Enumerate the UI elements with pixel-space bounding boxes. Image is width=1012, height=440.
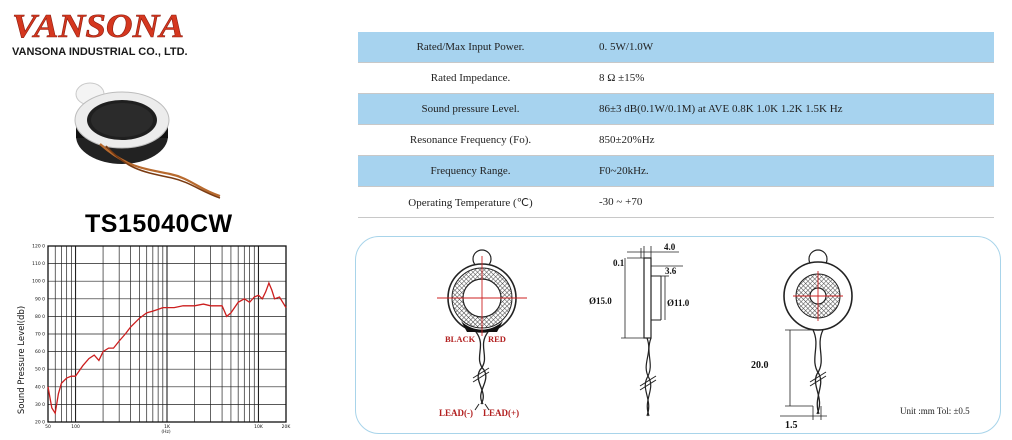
chart-tick-label: 40 0 xyxy=(35,384,45,390)
lead-positive-label: LEAD(+) xyxy=(483,408,519,418)
chart-tick-label: 1K xyxy=(164,424,171,430)
company-name: VANSONA INDUSTRIAL CO., LTD. xyxy=(12,46,188,58)
dim-tip-length: 1.5 xyxy=(785,420,798,431)
spec-label: Sound pressure Level. xyxy=(358,93,583,125)
chart-tick-label: 20 0 xyxy=(35,420,45,426)
chart-tick-label: 10K xyxy=(254,424,264,430)
drawing-panel xyxy=(355,236,1001,434)
spec-row: Sound pressure Level.86±3 dB(0.1W/0.1M) … xyxy=(358,93,994,125)
dim-total-depth: 4.0 xyxy=(664,242,676,252)
chart-tick-label: 80 0 xyxy=(35,314,45,320)
spec-label: Rated/Max Input Power. xyxy=(358,32,583,63)
chart-frame xyxy=(47,245,287,423)
model-name: TS15040CW xyxy=(85,210,233,238)
chart-tick-label: 50 0 xyxy=(35,367,45,373)
wire-red-label: RED xyxy=(488,334,506,344)
chart-tick-label: 50 xyxy=(45,424,51,430)
brand-logo: VANSONA xyxy=(12,8,185,44)
spec-row: Rated Impedance.8 Ω ±15% xyxy=(358,62,994,94)
dim-body-depth: 3.6 xyxy=(665,266,677,276)
wire-black-label: BLACK xyxy=(445,334,476,344)
chart-tick-label: 100 0 xyxy=(32,279,45,285)
lead-negative-label: LEAD(-) xyxy=(439,408,473,418)
chart-tick-label: 90 0 xyxy=(35,296,45,302)
mechanical-drawing: BLACK RED LEAD(-) LEAD(+) 4.0 0.1 3.6 Ø1… xyxy=(437,242,853,431)
chart-tick-label: 60 0 xyxy=(35,349,45,355)
spec-row: Rated/Max Input Power.0. 5W/1.0W xyxy=(358,32,994,63)
dim-inner-diameter: Ø11.0 xyxy=(667,298,690,308)
chart-tick-label: 120 0 xyxy=(32,244,45,250)
spec-label: Rated Impedance. xyxy=(358,62,583,94)
response-curve xyxy=(47,281,287,415)
spec-value: 8 Ω ±15% xyxy=(583,62,994,94)
spec-table: Rated/Max Input Power.0. 5W/1.0W Rated I… xyxy=(358,32,994,218)
chart-tick-label: 70 0 xyxy=(35,332,45,338)
chart-tick-label: 30 0 xyxy=(35,402,45,408)
spec-row: Resonance Frequency (Fo).850±20%Hz xyxy=(358,124,994,156)
spec-row: Operating Temperature (℃)-30 ~ +70 xyxy=(358,186,994,218)
front-view: BLACK RED LEAD(-) LEAD(+) xyxy=(437,249,527,418)
spec-value: 0. 5W/1.0W xyxy=(583,32,994,63)
dim-wire-length: 20.0 xyxy=(751,360,769,371)
back-view xyxy=(780,249,853,420)
chart-ylabel: Sound Pressure Level(db) xyxy=(17,306,27,414)
dim-outer-diameter: Ø15.0 xyxy=(589,296,612,306)
spec-label: Resonance Frequency (Fo). xyxy=(358,124,583,156)
spec-value: 86±3 dB(0.1W/0.1M) at AVE 0.8K 1.0K 1.2K… xyxy=(583,93,994,125)
chart-xlabel: (Hz) xyxy=(161,429,171,434)
side-view xyxy=(621,246,683,417)
dim-front-thickness: 0.1 xyxy=(613,258,625,268)
chart-tick-label: 100 xyxy=(71,424,80,430)
frequency-response-chart: 20 0 30 0 40 0 50 0 60 0 70 0 80 0 90 0 100 0 110… xyxy=(17,244,292,435)
spec-value: F0~20kHz. xyxy=(583,155,994,187)
unit-note: Unit :mm Tol: ±0.5 xyxy=(900,406,970,416)
chart-tick-label: 20K xyxy=(282,424,292,430)
spec-label: Operating Temperature (℃) xyxy=(358,186,583,218)
spec-label: Frequency Range. xyxy=(358,155,583,187)
svg-text:VANSONA: VANSONA xyxy=(12,8,184,44)
spec-value: 850±20%Hz xyxy=(583,124,994,156)
spec-value: -30 ~ +70 xyxy=(583,186,994,218)
speaker-photo xyxy=(74,82,221,199)
spec-row: Frequency Range.F0~20kHz. xyxy=(358,155,994,187)
chart-tick-label: 110 0 xyxy=(32,261,45,267)
